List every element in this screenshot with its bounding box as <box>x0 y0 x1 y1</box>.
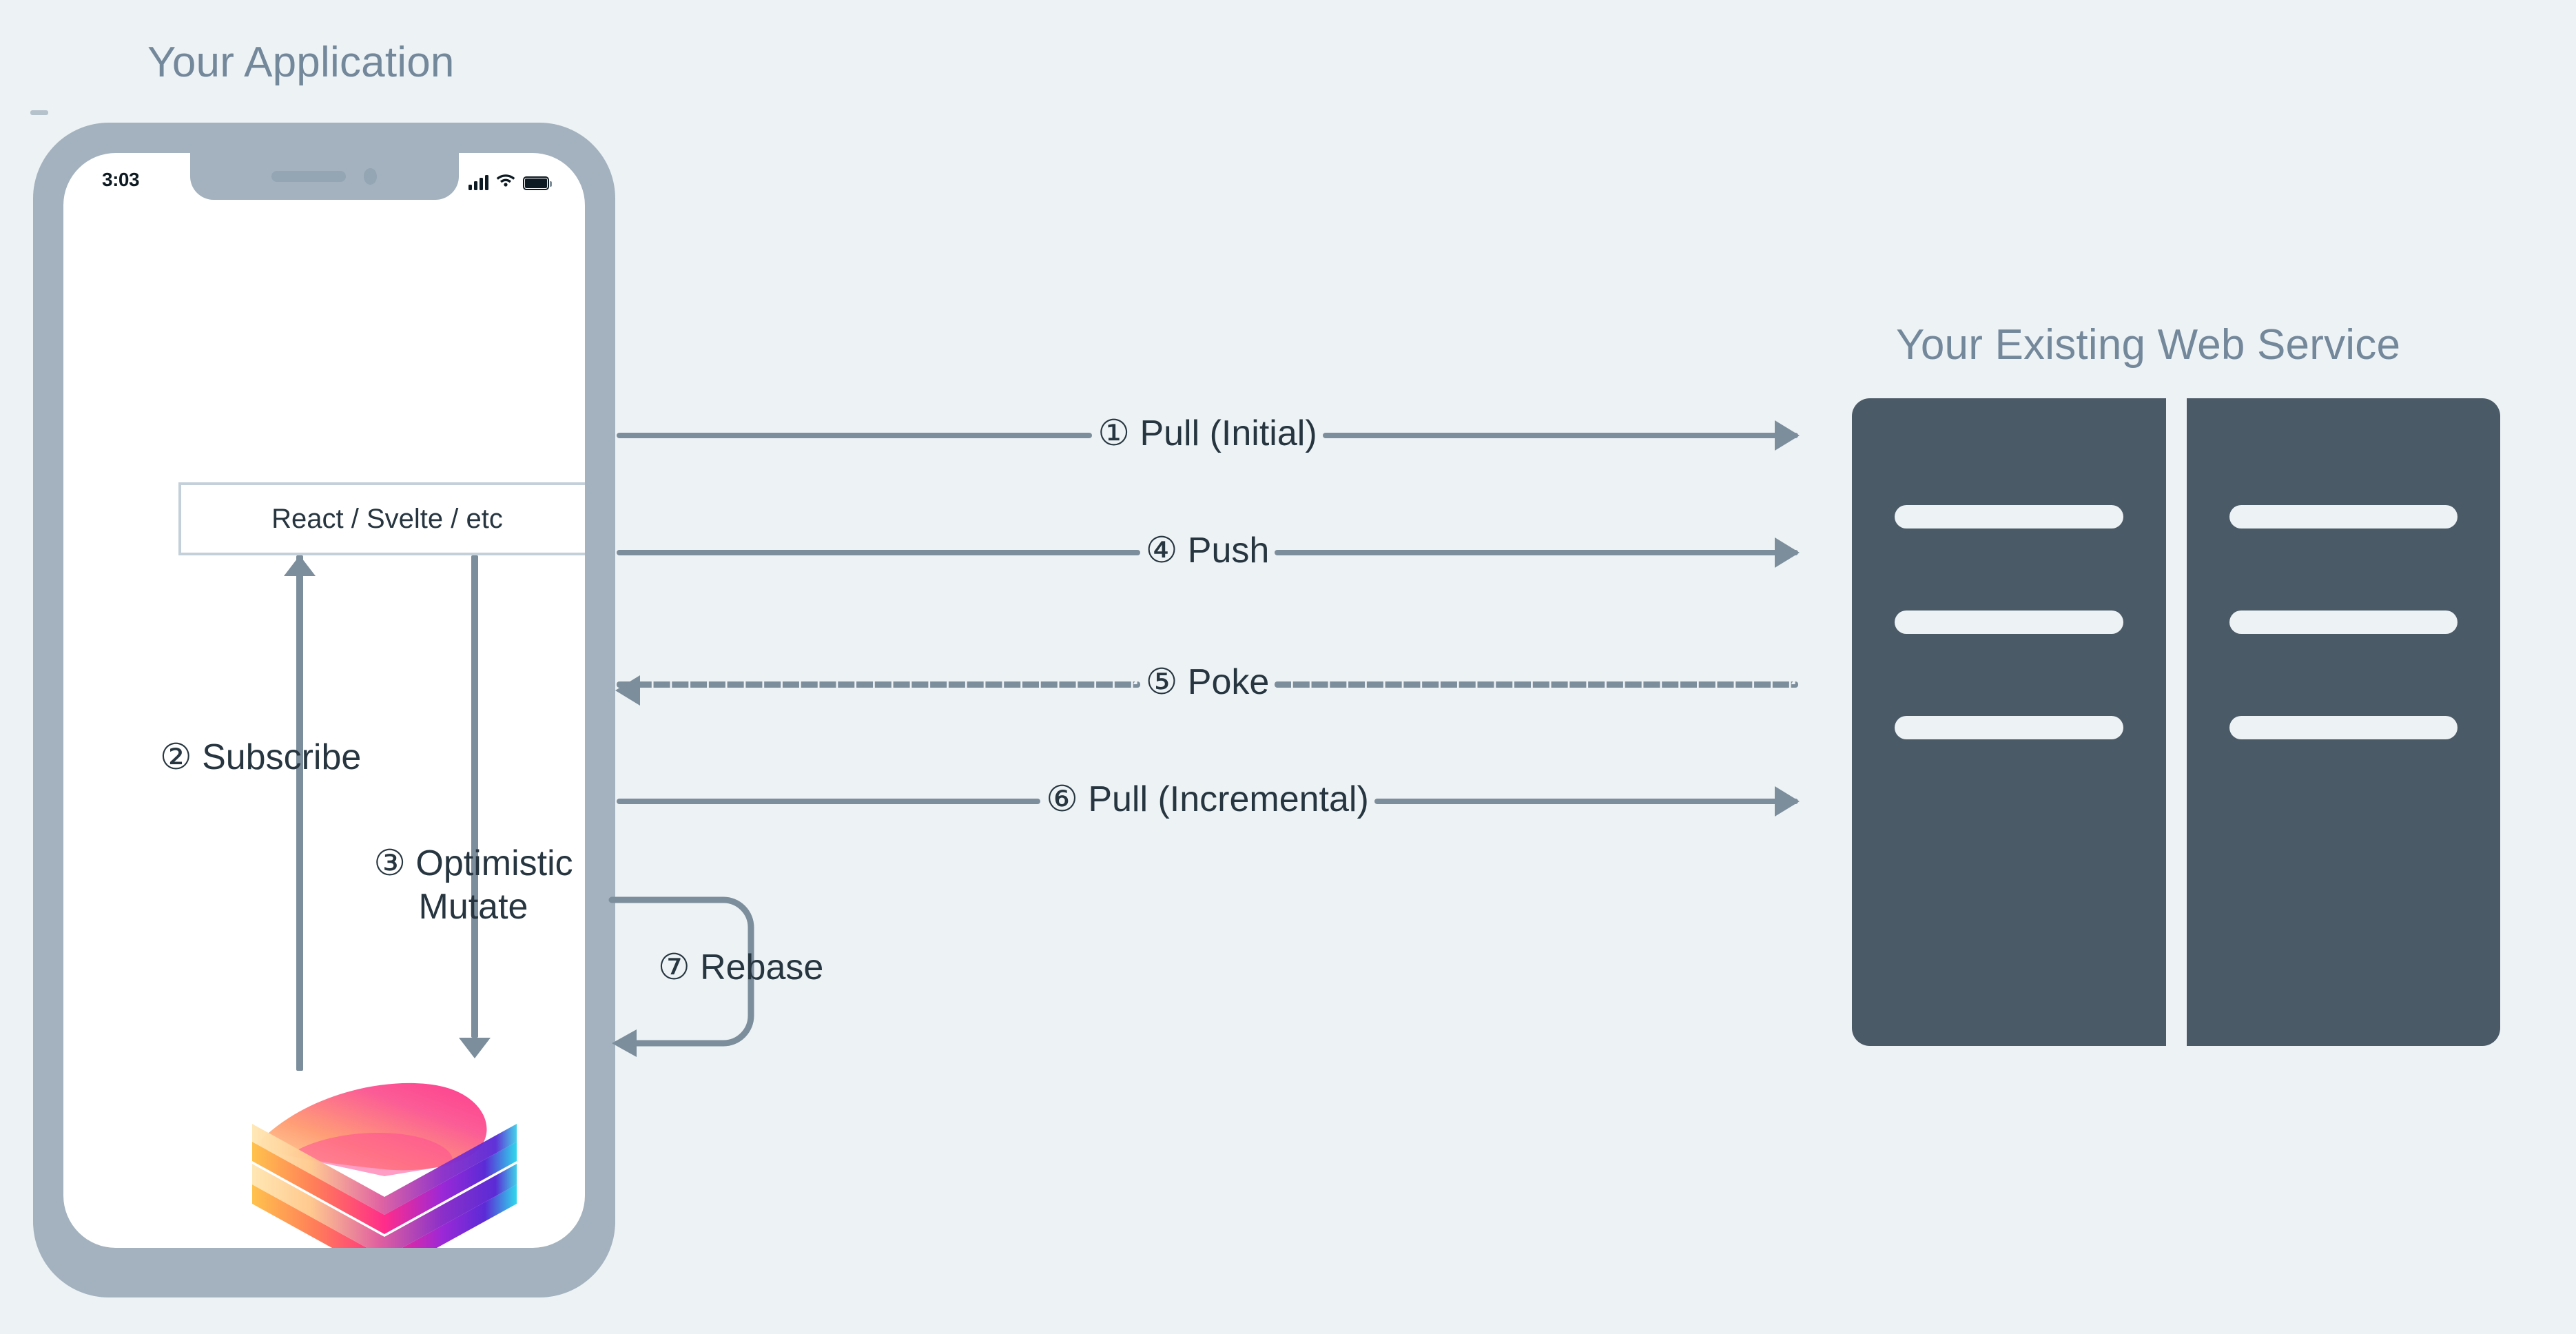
network-text-6: Pull (Incremental) <box>1088 779 1369 819</box>
rack-slot-bar <box>1895 505 2123 529</box>
line-left-segment <box>617 550 1140 555</box>
network-text-1: Pull (Initial) <box>1140 413 1317 453</box>
network-row-pull-incremental: ⑥ Pull (Incremental) <box>617 760 1800 843</box>
dashed-line-left-segment <box>615 675 1140 706</box>
wifi-icon <box>495 172 516 190</box>
mutate-connector-line <box>471 555 478 1038</box>
phone-screen: 3:03 React / <box>63 153 585 1248</box>
network-row-poke: ⑤ Poke <box>615 643 1799 726</box>
your-existing-web-service-title: Your Existing Web Service <box>1896 321 2401 369</box>
rack-slot-bar <box>2229 505 2457 529</box>
step-subscribe-number: ② <box>160 737 192 777</box>
line-left-segment <box>617 799 1041 804</box>
network-label-poke: ⑤ Poke <box>1140 661 1275 703</box>
network-label-pull-incremental: ⑥ Pull (Incremental) <box>1040 779 1374 820</box>
line-right-segment <box>1275 537 1800 568</box>
step-subscribe-text: Subscribe <box>202 737 362 777</box>
step-subscribe-label: ② Subscribe <box>160 736 361 779</box>
server-rack-right <box>2186 398 2500 1046</box>
arrowhead-right-icon <box>1775 537 1800 568</box>
step-rebase-text: Rebase <box>700 947 824 987</box>
network-label-pull-initial: ① Pull (Initial) <box>1092 413 1322 454</box>
network-row-push: ④ Push <box>617 511 1800 594</box>
network-number-4: ④ <box>1145 531 1178 571</box>
line-left-segment <box>617 433 1093 438</box>
speaker-grille-icon <box>271 171 346 182</box>
network-text-4: Push <box>1187 531 1270 571</box>
subscribe-connector-line <box>296 555 303 1071</box>
line-right-segment <box>1374 786 1800 817</box>
step-mutate-number: ③ <box>373 843 406 883</box>
status-time: 3:03 <box>102 169 140 190</box>
phone-device: 3:03 React / <box>33 123 615 1297</box>
phone-notch <box>189 153 459 200</box>
battery-icon <box>523 176 552 190</box>
server-rack-left <box>1852 398 2166 1046</box>
rack-slot-bar <box>1895 610 2123 634</box>
framework-box: React / Svelte / etc <box>178 482 585 555</box>
phone-top-tick-mark <box>30 110 48 115</box>
front-camera-icon <box>364 168 377 185</box>
dashed-line-right-segment <box>1275 681 1799 688</box>
framework-box-label: React / Svelte / etc <box>271 503 503 534</box>
step-rebase-number: ⑦ <box>658 947 690 987</box>
network-label-push: ④ Push <box>1140 530 1275 571</box>
rack-slot-bar <box>1895 716 2123 739</box>
step-rebase-label: ⑦ Rebase <box>658 947 823 988</box>
subscribe-arrowhead-up-icon <box>284 555 316 576</box>
arrowhead-right-icon <box>1775 420 1800 451</box>
network-row-pull-initial: ① Pull (Initial) <box>617 394 1800 477</box>
network-number-5: ⑤ <box>1145 662 1178 702</box>
step-mutate-label: ③ Optimistic Mutate <box>329 842 585 930</box>
server-racks <box>1852 398 2500 1046</box>
mutate-arrowhead-down-icon <box>459 1038 491 1058</box>
arrowhead-right-icon <box>1775 786 1800 817</box>
rack-slot-bar <box>2229 716 2457 739</box>
status-indicators <box>468 172 552 190</box>
network-number-1: ① <box>1098 413 1130 453</box>
cellular-signal-icon <box>468 174 488 190</box>
rebase-loop-arrow <box>606 868 827 1075</box>
step-mutate-text: Optimistic Mutate <box>415 843 573 927</box>
network-number-6: ⑥ <box>1046 779 1078 819</box>
replicache-layers-logo <box>240 1073 529 1248</box>
your-application-title: Your Application <box>147 39 455 86</box>
arrowhead-left-icon <box>615 675 640 706</box>
network-text-5: Poke <box>1187 662 1270 702</box>
rack-slot-bar <box>2229 610 2457 634</box>
line-right-segment <box>1322 420 1800 451</box>
